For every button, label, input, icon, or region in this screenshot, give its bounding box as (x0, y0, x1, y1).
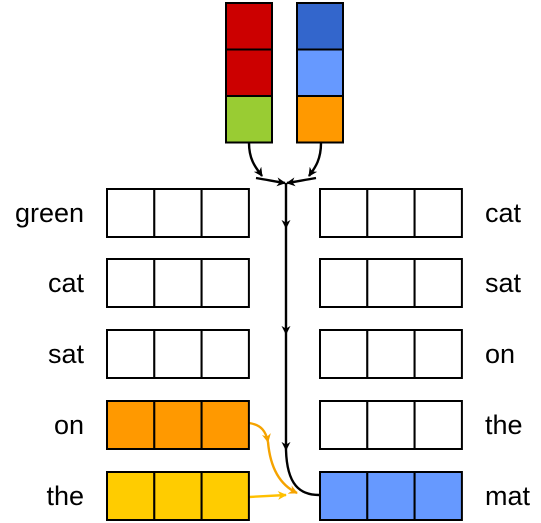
left-stack-cell-1 (225, 2, 273, 51)
left-row-the: the (46, 471, 250, 521)
right-vector-cell (319, 329, 369, 379)
left-vector-cell (153, 471, 203, 521)
left-row-green: green (15, 188, 250, 238)
left-vector-cell (106, 471, 156, 521)
left-word-label: on (54, 410, 84, 440)
left-vector-cell (200, 400, 250, 450)
right-row-mat: mat (319, 471, 531, 521)
right-vector-cell (413, 400, 463, 450)
right-word-label: on (485, 339, 515, 369)
right-word-label: sat (485, 268, 522, 298)
right-stack-connector (308, 142, 323, 177)
right-vector-cell (319, 471, 369, 521)
right-vector-cell (366, 258, 416, 308)
left-vector-cell (153, 188, 203, 238)
left-row-on: on (54, 400, 250, 450)
right-vector-cell (366, 329, 416, 379)
left-stack-connector (247, 142, 263, 177)
right-row-the: the (319, 400, 523, 450)
right-stack (296, 2, 344, 144)
right-vector-cell (413, 258, 463, 308)
left-vector-cell (200, 258, 250, 308)
on-row-connector-tail (266, 441, 298, 495)
left-column: green cat sat on the (15, 188, 250, 521)
left-vector-cell (200, 329, 250, 379)
right-row-cat: cat (319, 188, 522, 238)
right-vector-cell (366, 188, 416, 238)
left-vector-cell (106, 329, 156, 379)
right-vector-cell (319, 400, 369, 450)
left-stack-cell-3 (225, 95, 273, 144)
connectors (247, 142, 323, 500)
right-row-on: on (319, 329, 515, 379)
top-vector-stacks (225, 2, 344, 144)
left-row-cat: cat (48, 258, 250, 308)
right-stack-cell-2 (296, 48, 344, 97)
left-word-label: green (15, 198, 84, 228)
left-vector-cell (106, 258, 156, 308)
right-word-label: the (485, 410, 523, 440)
left-word-label: cat (48, 268, 85, 298)
the-row-connector (248, 490, 287, 500)
merge-arrow-right (286, 176, 317, 187)
right-word-label: mat (485, 481, 531, 511)
left-word-label: sat (48, 339, 85, 369)
right-stack-cell-3 (296, 95, 344, 144)
left-vector-cell (153, 258, 203, 308)
right-vector-cell (319, 258, 369, 308)
right-vector-cell (366, 400, 416, 450)
right-word-label: cat (485, 198, 522, 228)
left-word-label: the (46, 481, 84, 511)
left-stack-cell-2 (225, 48, 273, 97)
left-vector-cell (153, 400, 203, 450)
left-vector-cell (106, 400, 156, 450)
right-row-sat: sat (319, 258, 522, 308)
left-vector-cell (200, 471, 250, 521)
right-column: cat sat on the mat (319, 188, 531, 521)
right-vector-cell (366, 471, 416, 521)
left-stack (225, 2, 273, 144)
right-vector-cell (413, 471, 463, 521)
right-vector-cell (413, 188, 463, 238)
left-vector-cell (200, 188, 250, 238)
right-vector-cell (319, 188, 369, 238)
left-vector-cell (153, 329, 203, 379)
left-vector-cell (106, 188, 156, 238)
left-row-sat: sat (48, 329, 250, 379)
right-vector-cell (413, 329, 463, 379)
merge-arrow-left (255, 176, 286, 187)
right-stack-cell-1 (296, 2, 344, 51)
on-row-connector (248, 421, 271, 443)
